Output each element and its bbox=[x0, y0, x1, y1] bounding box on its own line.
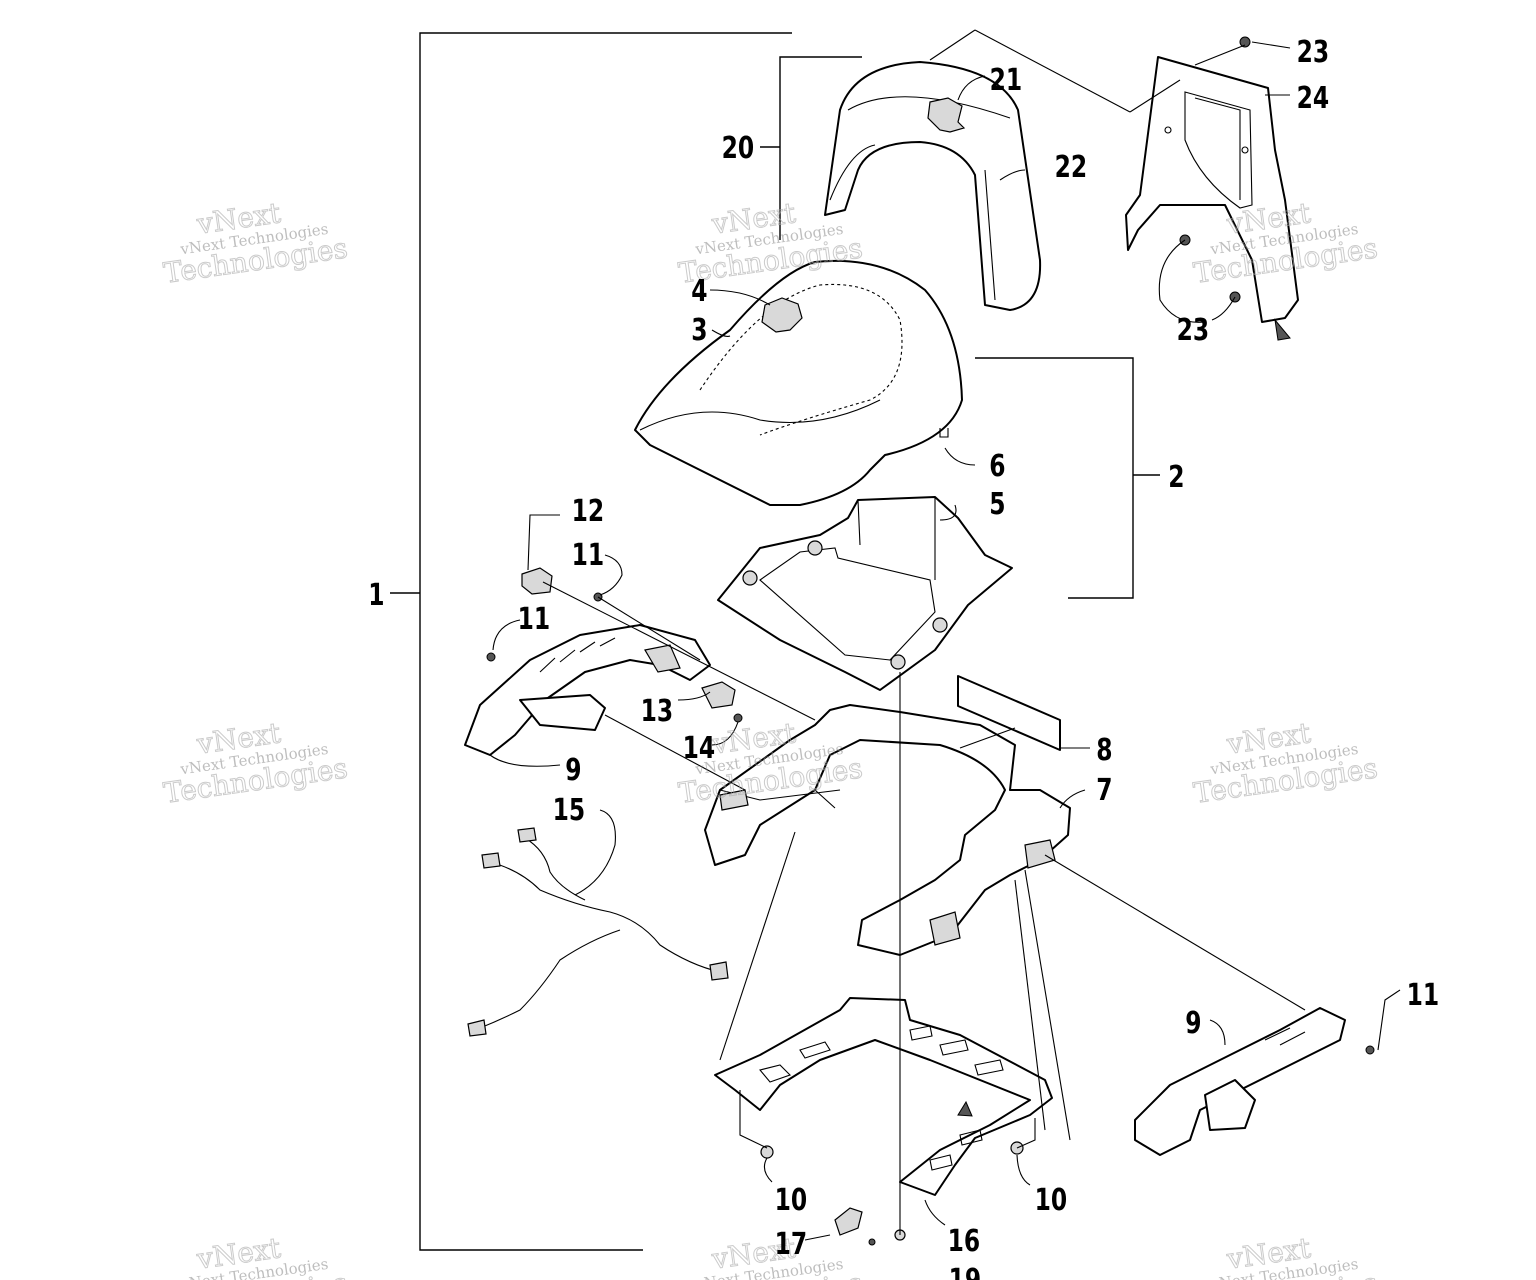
callout-10-right: 10 bbox=[1035, 1183, 1068, 1218]
callout-21: 21 bbox=[990, 63, 1023, 98]
grab-handle-left bbox=[464, 624, 711, 756]
callout-10-left: 10 bbox=[775, 1183, 808, 1218]
nuts-10 bbox=[760, 1141, 1024, 1241]
backrest-bracket bbox=[1125, 56, 1299, 341]
callout-7: 7 bbox=[1096, 773, 1112, 808]
callout-numbers: 1 2 3 4 5 6 7 8 9 9 10 10 11 11 11 12 13… bbox=[368, 35, 1439, 1280]
callout-6: 6 bbox=[989, 449, 1005, 484]
cap-13 bbox=[701, 681, 736, 709]
callout-8: 8 bbox=[1096, 733, 1112, 768]
decal-21 bbox=[927, 97, 966, 133]
callout-23-top: 23 bbox=[1297, 35, 1330, 70]
callout-9-right: 9 bbox=[1185, 1006, 1201, 1041]
backrest-pad bbox=[824, 61, 1042, 311]
bracket-item-20 bbox=[760, 56, 862, 240]
callout-9-left: 9 bbox=[565, 753, 581, 788]
callout-2: 2 bbox=[1168, 460, 1184, 495]
bolts-23 bbox=[1179, 36, 1251, 303]
seat-base bbox=[717, 496, 1013, 691]
latch-17 bbox=[834, 1207, 876, 1246]
callout-11-top: 11 bbox=[572, 538, 605, 573]
leader-lines bbox=[489, 29, 1401, 1241]
clip-6 bbox=[939, 428, 949, 438]
callout-4: 4 bbox=[691, 274, 707, 309]
callout-11-right: 11 bbox=[1407, 978, 1440, 1013]
callout-13: 13 bbox=[641, 694, 674, 729]
callout-12: 12 bbox=[572, 494, 605, 529]
callout-11-left: 11 bbox=[518, 602, 551, 637]
callout-20: 20 bbox=[722, 131, 755, 166]
wiring-harness bbox=[467, 827, 729, 1037]
label-8 bbox=[957, 675, 1061, 751]
callout-15: 15 bbox=[553, 793, 586, 828]
callout-24: 24 bbox=[1297, 81, 1330, 116]
callout-5: 5 bbox=[989, 487, 1005, 522]
seat-frame bbox=[704, 704, 1071, 956]
callout-14: 14 bbox=[683, 731, 716, 766]
seat-cover bbox=[634, 259, 963, 506]
cap-12 bbox=[521, 567, 553, 595]
decal-4 bbox=[761, 297, 803, 333]
callout-1: 1 bbox=[368, 578, 384, 613]
callout-23-bottom: 23 bbox=[1177, 313, 1210, 348]
grab-handle-right bbox=[1134, 1007, 1346, 1156]
callout-16: 16 bbox=[948, 1224, 981, 1259]
callout-17: 17 bbox=[775, 1227, 808, 1262]
callout-22: 22 bbox=[1055, 150, 1088, 185]
bracket-item-2 bbox=[975, 357, 1160, 599]
bracket-item-1 bbox=[390, 32, 792, 1251]
lower-bracket bbox=[714, 997, 1053, 1196]
callout-3: 3 bbox=[691, 313, 707, 348]
callout-19: 19 bbox=[949, 1263, 982, 1280]
